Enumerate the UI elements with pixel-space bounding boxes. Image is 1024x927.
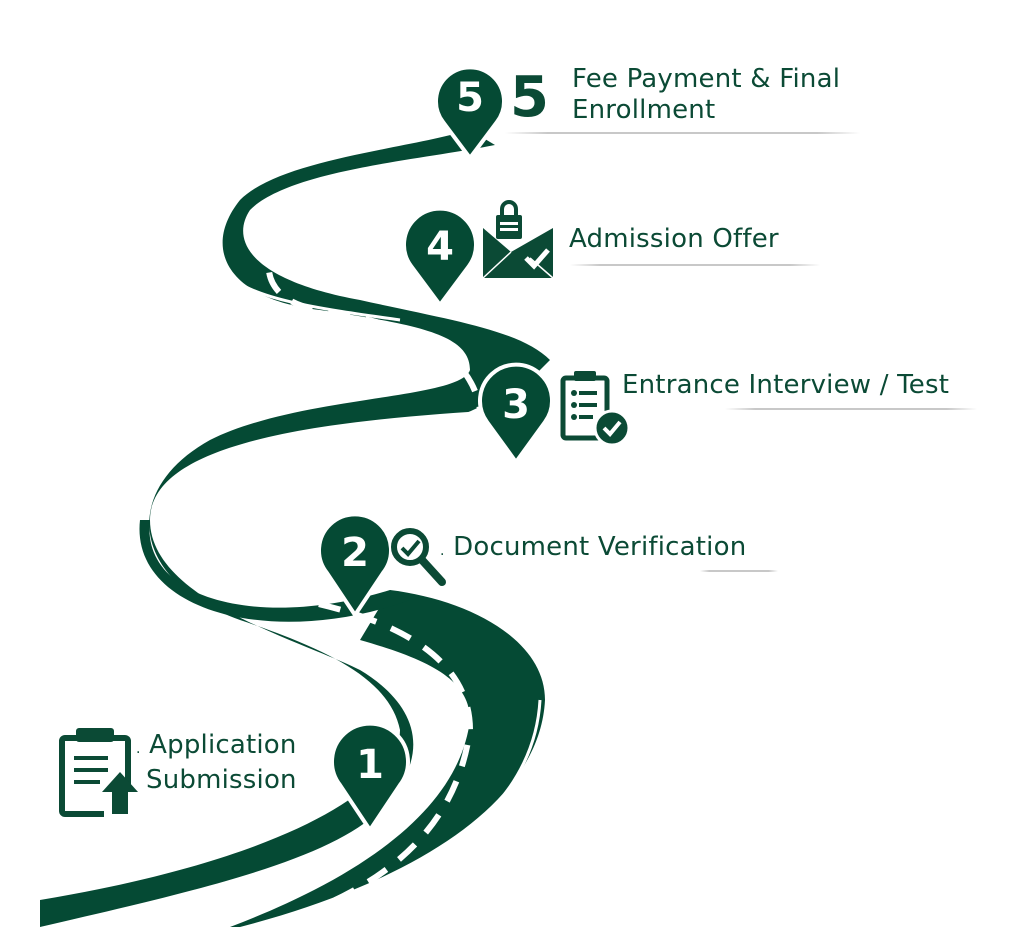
envelope-check-icon: [482, 200, 554, 279]
clipboard-upload-icon: [59, 728, 138, 820]
step-4-label: Admission Offer: [569, 224, 779, 254]
pin-1-number: 1: [356, 742, 384, 788]
step-3-divider: [725, 408, 977, 410]
step-1-label-line2: Submission: [146, 765, 297, 795]
pin-2-number: 2: [341, 530, 369, 576]
clipboard-checklist-check-icon: [560, 371, 631, 447]
step-5-divider: [505, 132, 860, 134]
magnifier-check-icon: [391, 528, 446, 586]
step-4-divider: [570, 264, 820, 266]
step-2-label-text: Document Verification: [453, 532, 747, 562]
pin-4: [402, 206, 478, 309]
step-5-big-number: 5: [510, 65, 549, 130]
road-center-dashes: [207, 152, 484, 918]
pin-5: [434, 65, 506, 162]
pin-5-number: 5: [456, 75, 484, 121]
step-2-label: . Document Verification: [440, 532, 746, 567]
pin-4-number: 4: [426, 224, 454, 270]
step-3-label: Entrance Interview / Test: [622, 370, 950, 400]
pin-3: [478, 362, 554, 466]
pin-1: [330, 721, 410, 834]
step-2-divider: [700, 570, 778, 572]
step-2-prefix: .: [440, 543, 445, 559]
pin-2: [317, 512, 393, 619]
step-5-label: Fee Payment & Final Enrollment: [572, 64, 840, 126]
step-1-label-line1: Application: [149, 730, 297, 760]
step-5-label-line2: Enrollment: [572, 95, 716, 125]
road-body: [40, 130, 550, 927]
pin-3-number: 3: [502, 382, 530, 428]
step-5-label-line1: Fee Payment & Final: [572, 64, 841, 94]
road-edge-line: [269, 458, 501, 522]
step-1-prefix: .: [136, 741, 141, 757]
road-edge-line: [279, 699, 542, 927]
step-1-label: . Application Submission: [136, 730, 297, 796]
